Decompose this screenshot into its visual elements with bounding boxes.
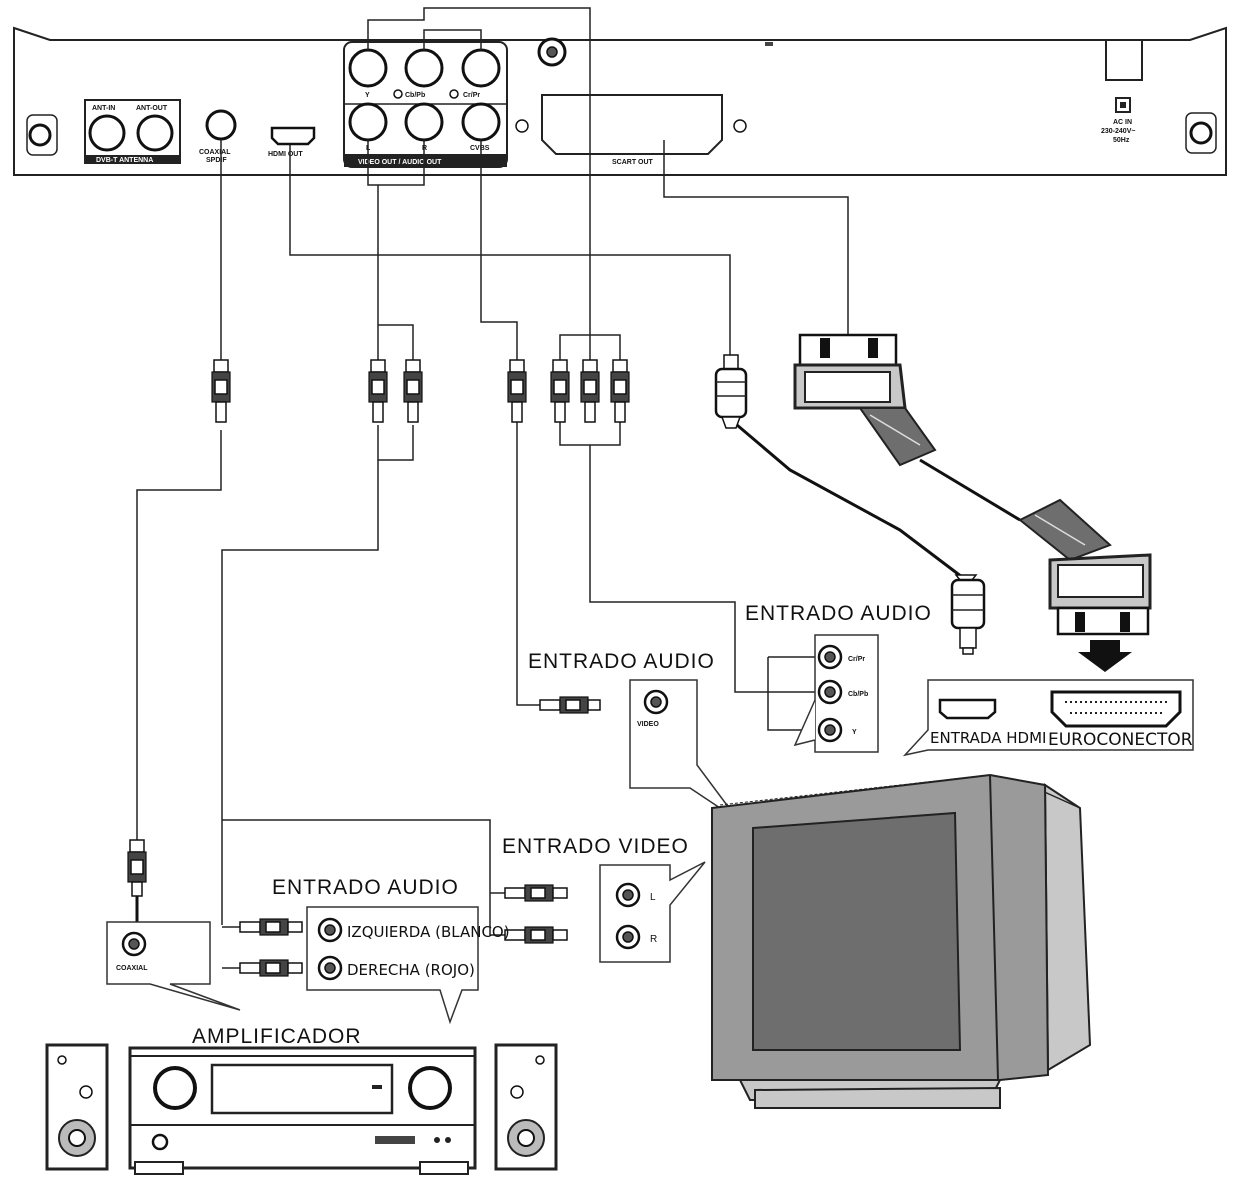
player-rear-panel: ANT-IN ANT-OUT DVB-T ANTENNA COAXIAL SPD… (13, 26, 1227, 176)
entrado-audio-video-label: ENTRADO AUDIO (528, 650, 715, 673)
entrado-audio-comp-label: ENTRADO AUDIO (745, 602, 932, 625)
tv-video-label: VIDEO (637, 721, 659, 728)
tv-l-label: L (650, 892, 656, 903)
ant-out-jack (136, 114, 174, 152)
ant-out-label: ANT-OUT (136, 105, 168, 112)
euroconector-label: EUROCONECTOR (1048, 730, 1193, 750)
tv-hdmi-jack (938, 698, 997, 720)
entrada-hdmi-label: ENTRADA HDMI (930, 729, 1046, 747)
coaxial-plug-top (211, 359, 231, 423)
amp-knob-left (153, 1066, 197, 1110)
y-jack (348, 48, 388, 88)
ant-in-jack (88, 114, 126, 152)
ac-input: AC IN 230-240V~ 50Hz (1101, 39, 1143, 144)
ac-in-label-1: AC IN (1113, 119, 1132, 126)
dvbt-label: DVB-T ANTENNA (96, 157, 153, 164)
scart-plug-tv (1018, 498, 1152, 672)
cb-jack (404, 48, 444, 88)
audio-l-plug-top (368, 359, 388, 423)
coaxial-plug-amp (127, 839, 147, 897)
amp-audio-input-panel: ENTRADO AUDIO IZQUIERDA (BLANCO) DERECHA… (272, 876, 510, 1025)
cr-jack (461, 48, 501, 88)
mount-hole-left (28, 123, 52, 147)
amp-coaxial-panel: COAXIAL (106, 921, 241, 1011)
audio-l-jack (348, 102, 388, 142)
hdmi-out-label: HDMI OUT (268, 151, 303, 158)
amp-coaxial-label: COAXIAL (116, 965, 148, 972)
coaxial-label: COAXIAL (199, 149, 231, 156)
tv-scart-jack (1050, 690, 1182, 728)
amplifier-system: AMPLIFICADOR (45, 1025, 558, 1175)
y-label: Y (365, 92, 370, 99)
coaxial-output: COAXIAL SPDIF (199, 109, 237, 164)
cb-label: Cb/Pb (405, 92, 425, 99)
hdmi-plug-player (714, 354, 748, 429)
coaxial-jack (205, 109, 237, 141)
comp-plug-1 (550, 359, 570, 423)
derecha-label: DERECHA (ROJO) (347, 961, 475, 979)
entrado-audio-amp-label: ENTRADO AUDIO (272, 876, 459, 899)
tv-video-input-panel: ENTRADO AUDIO VIDEO (528, 650, 739, 821)
cvbs-plug-top (507, 359, 527, 423)
tv-audio-input-panel: ENTRADO VIDEO L R (502, 835, 706, 963)
audio-r-plug-amp (239, 959, 303, 977)
tv-cr-label: Cr/Pr (848, 656, 865, 663)
speaker-left (45, 1043, 109, 1171)
amplifier (128, 1046, 477, 1175)
cvbs-plug-tv (539, 696, 601, 714)
scart-out-label: SCART OUT (612, 159, 654, 166)
tv-screen (752, 811, 962, 1051)
tv-y-label: Y (852, 729, 857, 736)
audio-l-plug-amp (239, 918, 303, 936)
audio-r-jack (404, 102, 444, 142)
audio-l-plug-tv (504, 884, 568, 902)
tv-r-label: R (650, 934, 657, 945)
amp-display (210, 1063, 394, 1115)
tv-cb-label: Cb/Pb (848, 691, 868, 698)
rca-plugs (127, 359, 630, 977)
speaker-right (494, 1043, 558, 1171)
hdmi-output: HDMI OUT (268, 126, 316, 158)
cvbs-label: CVBS (470, 145, 490, 152)
tv-component-input-panel: ENTRADO AUDIO Cr/Pr Cb/Pb Y (745, 602, 932, 753)
spdif-label: SPDIF (206, 157, 227, 164)
amplificador-label: AMPLIFICADOR (192, 1025, 362, 1048)
cables (135, 7, 1021, 969)
ac-in-label-2: 230-240V~ (1101, 128, 1135, 135)
ant-in-label: ANT-IN (92, 105, 115, 112)
scart-output: SCART OUT (515, 94, 747, 166)
mount-hole-right (1189, 121, 1213, 145)
ac-in-label-3: 50Hz (1113, 137, 1130, 144)
video-audio-out-label: VIDEO OUT / AUDIO OUT (358, 159, 442, 166)
comp-plug-3 (610, 359, 630, 423)
cr-label: Cr/Pr (463, 92, 480, 99)
tv-hdmi-scart-panel: ENTRADA HDMI EUROCONECTOR (902, 679, 1194, 757)
entrado-video-label: ENTRADO VIDEO (502, 835, 689, 858)
television (711, 773, 1092, 1109)
comp-plug-2 (580, 359, 600, 423)
cvbs-jack (461, 102, 501, 142)
av-output-block: Y Cb/Pb Cr/Pr L R CVBS VIDEO OUT / AUDIO… (343, 41, 508, 168)
audio-r-plug-top (403, 359, 423, 423)
amp-knob-right (408, 1066, 452, 1110)
scart-plug-player (793, 333, 937, 467)
audio-r-plug-tv (504, 926, 568, 944)
hdmi-plug-tv (950, 574, 986, 655)
antenna-block: ANT-IN ANT-OUT DVB-T ANTENNA (84, 99, 181, 164)
izquierda-label: IZQUIERDA (BLANCO) (347, 923, 510, 941)
